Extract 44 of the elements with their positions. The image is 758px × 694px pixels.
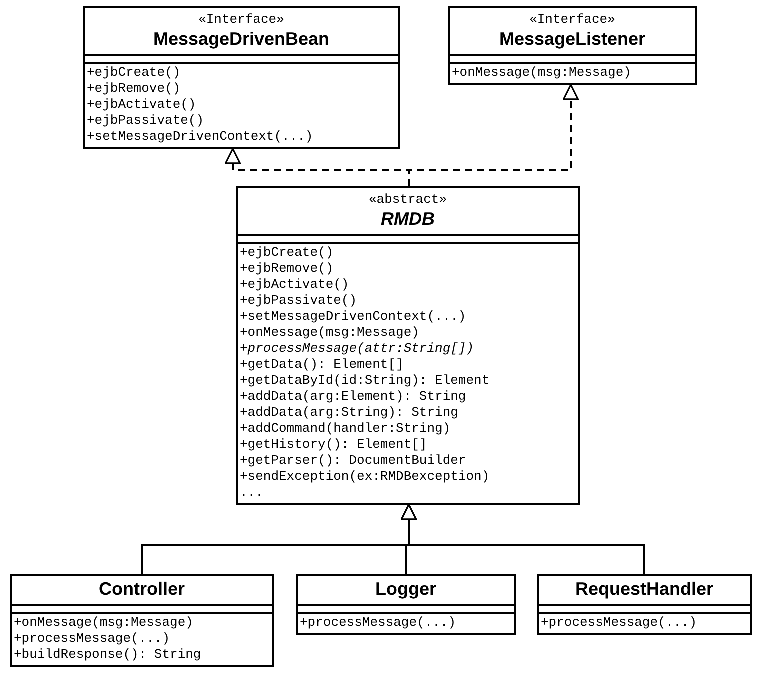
method-text: +ejbActivate() — [240, 277, 350, 293]
class-name: MessageDrivenBean — [153, 28, 330, 50]
class-name: RequestHandler — [575, 578, 714, 600]
method-text: ... — [240, 485, 264, 501]
method-text: +processMessage(...) — [14, 631, 170, 647]
stereotype-label: «abstract» — [368, 192, 447, 207]
inheritance-arrow — [401, 504, 645, 574]
class-box — [236, 186, 580, 505]
method-text: +onMessage(msg:Message) — [452, 65, 632, 81]
method-text: +processMessage(...) — [300, 615, 456, 631]
method-text: +ejbCreate() — [240, 245, 334, 261]
method-text: +ejbRemove() — [87, 81, 181, 97]
method-text: +getDataById(id:String): Element — [240, 373, 490, 389]
method-text: +setMessageDrivenContext(...) — [240, 309, 466, 325]
method-text: +getData(): Element[] — [240, 357, 404, 373]
method-text: +onMessage(msg:Message) — [240, 325, 420, 341]
method-text: +ejbPassivate() — [87, 113, 204, 129]
method-text: +sendException(ex:RMDBexception) — [240, 469, 490, 485]
class-box — [537, 574, 752, 635]
method-text: +ejbRemove() — [240, 261, 334, 277]
method-text: +buildResponse(): String — [14, 647, 202, 663]
realization-arrow — [408, 84, 579, 186]
method-text: +processMessage(...) — [541, 615, 698, 631]
method-text: +addCommand(handler:String) — [240, 421, 451, 437]
class-name: MessageListener — [499, 28, 646, 50]
method-text: +setMessageDrivenContext(...) — [87, 129, 314, 145]
stereotype-label: «Interface» — [198, 12, 284, 27]
class-box — [10, 574, 274, 667]
method-text: +onMessage(msg:Message) — [14, 615, 194, 631]
method-text: +getParser(): DocumentBuilder — [240, 453, 466, 469]
stereotype-label: «Interface» — [530, 12, 616, 27]
method-text: +ejbPassivate() — [240, 293, 358, 309]
class-box — [448, 6, 697, 85]
class-box — [83, 6, 400, 149]
method-text: +addData(arg:String): String — [240, 405, 458, 421]
method-text: +ejbActivate() — [87, 97, 196, 113]
method-text: +addData(arg:Element): String — [240, 389, 466, 405]
class-name: Logger — [376, 578, 436, 600]
class-box — [296, 574, 516, 635]
method-text: +ejbCreate() — [87, 65, 181, 81]
method-text: +getHistory(): Element[] — [240, 437, 428, 453]
class-name: RMDB — [381, 208, 435, 230]
class-name: Controller — [98, 578, 185, 600]
method-text: +processMessage(attr:String[]) — [240, 341, 474, 357]
